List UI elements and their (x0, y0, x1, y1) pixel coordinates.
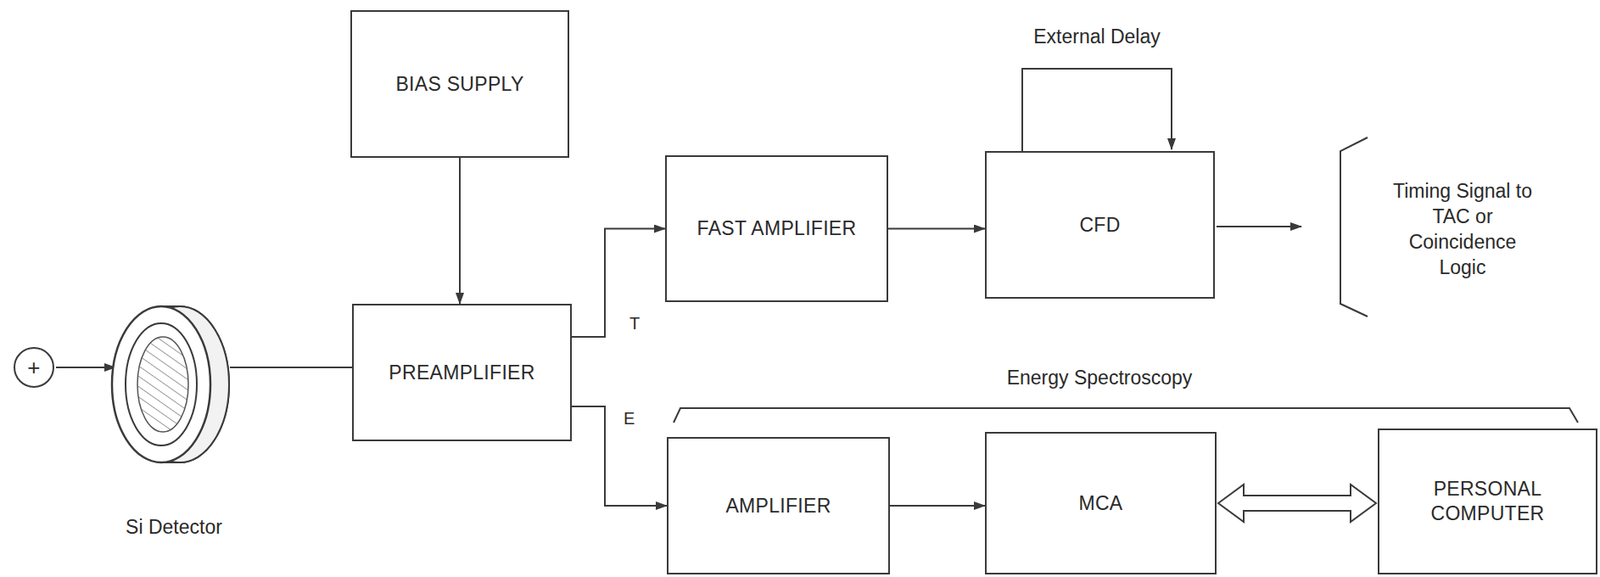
si-detector (111, 306, 230, 463)
signal-name: E (621, 408, 637, 429)
bracket (1340, 137, 1368, 317)
process-box: FAST AMPLIFIER (665, 155, 889, 303)
box-label: PREAMPLIFIER (388, 360, 535, 386)
process-box: AMPLIFIER (666, 436, 890, 575)
annotation: Si Detector (89, 514, 259, 541)
box-label: CFD (1079, 212, 1120, 238)
signal-connector (1218, 484, 1377, 522)
signal-name: T (627, 313, 642, 334)
signal-connector (888, 228, 985, 230)
box-label: AMPLIFIER (725, 493, 831, 519)
process-box: BIAS SUPPLY (350, 10, 570, 158)
process-box: MCA (984, 431, 1217, 575)
ion-symbol: + (13, 346, 55, 388)
ion-arrow (55, 366, 116, 369)
process-box: CFD (984, 151, 1215, 299)
process-box: PERSONAL COMPUTER (1377, 428, 1598, 575)
signal-connector (458, 157, 461, 304)
box-label: MCA (1078, 491, 1123, 516)
box-label: BIAS SUPPLY (395, 72, 524, 97)
bracket (673, 408, 1578, 423)
timing-output-arrow (1216, 225, 1302, 228)
delay-loop (1022, 68, 1172, 152)
process-box: PREAMPLIFIER (352, 303, 572, 442)
box-label: FAST AMPLIFIER (697, 216, 857, 241)
annotation: Timing Signal to TAC or Coincidence Logi… (1390, 179, 1535, 281)
annotation: Energy Spectroscopy (972, 365, 1227, 392)
signal-connector (571, 229, 666, 338)
box-label: PERSONAL COMPUTER (1389, 476, 1586, 526)
annotation: External Delay (1003, 24, 1191, 51)
charge-sign: + (27, 356, 40, 379)
signal-connector (889, 504, 985, 507)
signal-wire (229, 366, 353, 369)
signal-connector (571, 406, 667, 506)
